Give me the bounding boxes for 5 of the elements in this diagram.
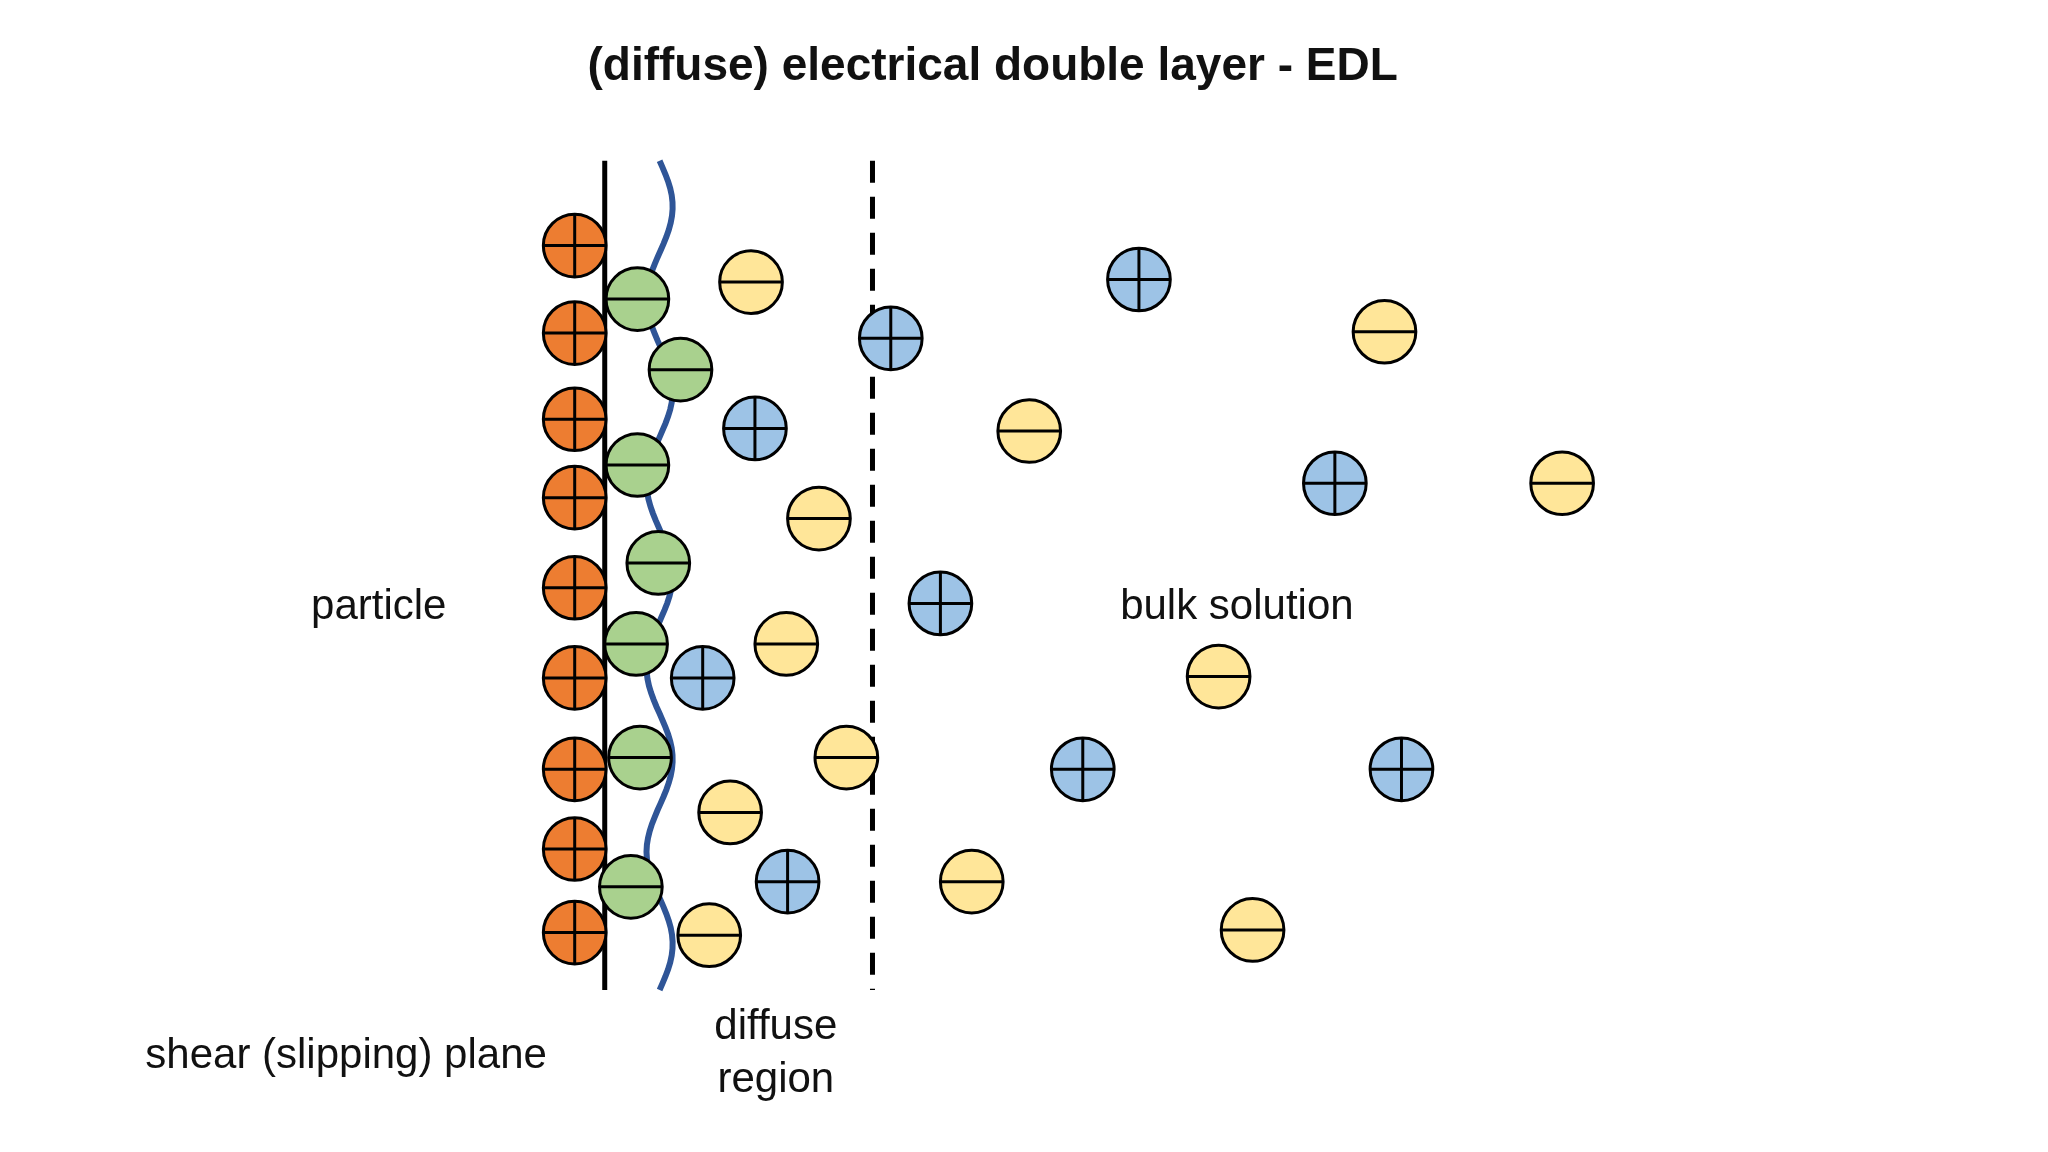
region-label: bulk solution bbox=[1120, 579, 1354, 630]
region-label: particle bbox=[311, 579, 447, 630]
diagram-title: (diffuse) electrical double layer - EDL bbox=[587, 37, 1398, 93]
plane-label: shear (slipping) plane bbox=[145, 1028, 547, 1079]
region-label: diffuse region bbox=[713, 999, 839, 1103]
